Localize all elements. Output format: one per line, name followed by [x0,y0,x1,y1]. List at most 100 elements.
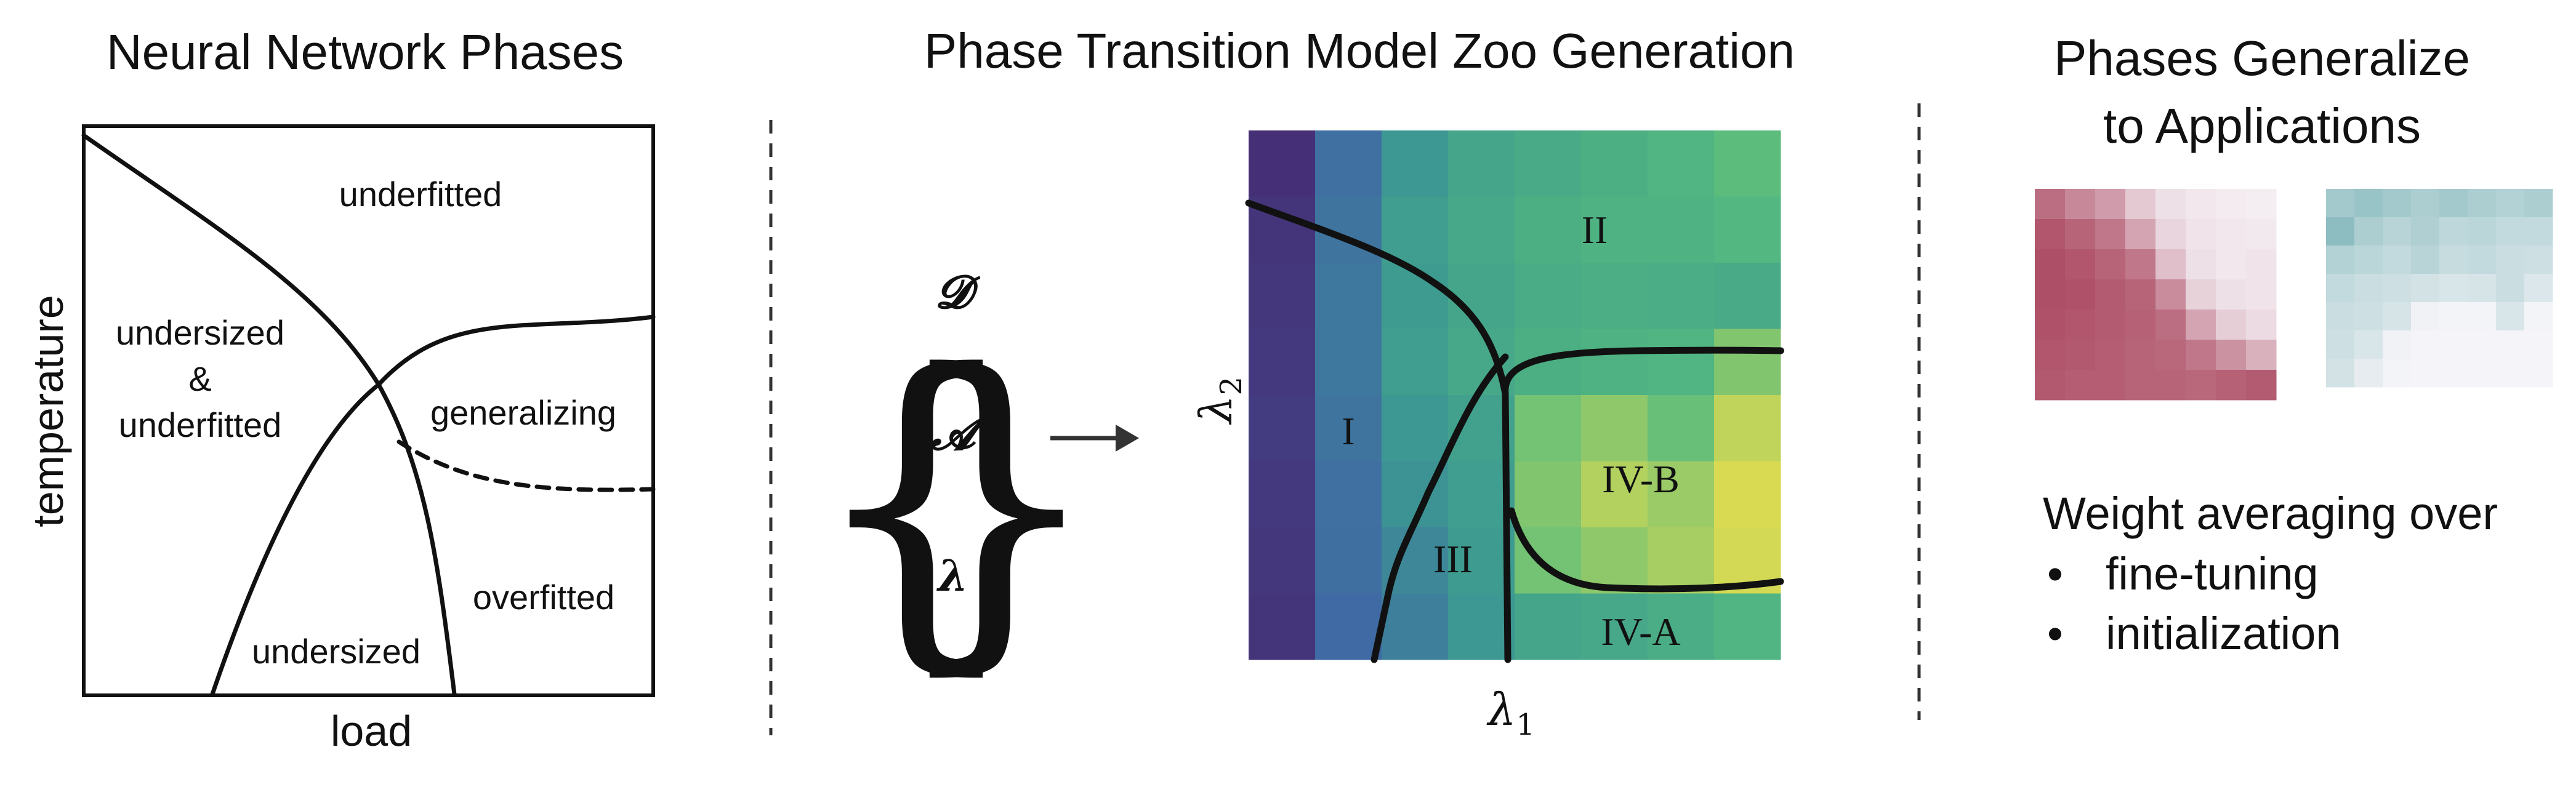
thumbnail-cell [2216,340,2247,370]
pink-heatmap-thumbnail [2035,189,2277,401]
thumbnail-cell [2035,340,2066,370]
boundary-generalizing [376,314,656,387]
thumbnail-cell [2411,217,2440,246]
thumbnail-cell [2411,189,2440,218]
thumbnail-cell [2439,359,2468,388]
thumbnail-cell [2411,359,2440,388]
region-overfitted: overfitted [473,578,614,617]
thumbnail-cell [2155,279,2186,310]
thumbnail-cell [2411,246,2440,274]
heatmap-cell [1448,196,1515,263]
thumbnail-cell [2155,219,2186,250]
thumbnail-cell [2439,302,2468,331]
heatmap-cell [1648,527,1715,594]
thumbnail-cell [2095,249,2126,280]
heatmap-cell [1648,263,1715,329]
heatmap-cell [1581,263,1648,329]
heatmap-cell [1448,263,1515,329]
thumbnail-cell [2065,279,2096,310]
thumbnail-cell [2155,189,2186,220]
region-undersized-line1: undersized [116,313,284,352]
heatmap-cell [1515,130,1582,197]
thumbnail-cell [2095,189,2126,220]
thumbnail-cell [2035,189,2066,220]
thumbnail-cell [2411,302,2440,331]
left-title: Neural Network Phases [107,25,624,79]
heatmap-cell [1249,263,1316,329]
thumbnail-cell [2125,279,2156,310]
thumbnail-cell [2155,370,2186,401]
heatmap-cell [1249,461,1316,528]
heatmap-cell [1382,196,1449,263]
thumbnail-cell [2383,330,2412,359]
phase-diagram-frame [82,124,655,697]
thumbnail-cell [2496,302,2525,331]
thumbnail-cell [2155,310,2186,340]
heatmap-cell [1648,395,1715,461]
thumbnail-cell [2216,219,2247,250]
thumbnail-cell [2095,310,2126,340]
thumbnail-cell [2496,359,2525,388]
thumbnail-cell [2125,189,2156,220]
thumbnail-cell [2326,330,2355,359]
thumbnail-cell [2095,370,2126,401]
right-title-line2: to Applications [2103,98,2421,153]
heatmap-cell [1714,395,1781,461]
middle-panel: Phase Transition Model Zoo Generation { … [807,23,1795,742]
heatmap-boundary-I-III [1371,353,1509,663]
boundary-undersized [210,382,381,697]
thumbnail-cell [2216,310,2247,340]
thumbnail-cell [2326,302,2355,331]
thumbnail-cell [2496,246,2525,274]
heatmap-cell [1581,329,1648,396]
thumbnail-cell [2326,189,2355,218]
thumbnail-cell [2125,310,2156,340]
thumbnail-cell [2035,249,2066,280]
x-axis-label: load [331,707,412,755]
thumbnail-cell [2065,370,2096,401]
weight-averaging-heading: Weight averaging over [2043,488,2498,539]
heatmap-cell [1581,130,1648,197]
bullet-fine-tuning: fine-tuning [2106,548,2319,599]
thumbnail-cell [2125,249,2156,280]
thumbnail-cell [2186,189,2216,220]
bullet-marker-2: • [2047,608,2063,659]
heatmap-cell [1648,196,1715,263]
right-title-line1: Phases Generalize [2054,31,2470,86]
heatmap-cell [1382,593,1449,660]
thumbnail-cell [2246,249,2277,280]
thumbnail-cell [2354,217,2383,246]
thumbnail-cell [2035,370,2066,401]
thumbnail-cell [2411,274,2440,303]
heatmap-cell [1714,263,1781,329]
thumbnail-cell [2186,279,2216,310]
thumbnail-cell [2383,217,2412,246]
thumbnail-cell [2065,310,2096,340]
heatmap-cell [1315,329,1382,396]
boundary-overfitted [376,382,457,697]
heatmap-cell [1714,196,1781,263]
thumbnail-cell [2246,279,2277,310]
heatmap-cell [1249,593,1316,660]
heatmap-cell [1515,593,1582,660]
thumbnail-cell [2095,219,2126,250]
bullet-initialization: initialization [2106,608,2341,659]
thumbnail-cell [2383,302,2412,331]
thumbnail-cell [2326,274,2355,303]
region-IV-B: IV-B [1602,457,1680,501]
thumbnail-cell [2468,274,2497,303]
heatmap-cell [1648,130,1715,197]
thumbnail-cell [2468,359,2497,388]
heatmap-cell [1448,130,1515,197]
region-generalizing: generalizing [430,393,616,432]
thumbnail-cell [2326,246,2355,274]
heatmap-cell [1515,461,1582,528]
thumbnail-cell [2246,219,2277,250]
heatmap-cell [1315,593,1382,660]
thumbnail-cell [2155,340,2186,370]
thumbnail-cell [2216,189,2247,220]
heatmap-cell [1448,593,1515,660]
heatmap-cell [1714,461,1781,528]
thumbnail-cell [2439,330,2468,359]
heatmap-cell [1515,263,1582,329]
